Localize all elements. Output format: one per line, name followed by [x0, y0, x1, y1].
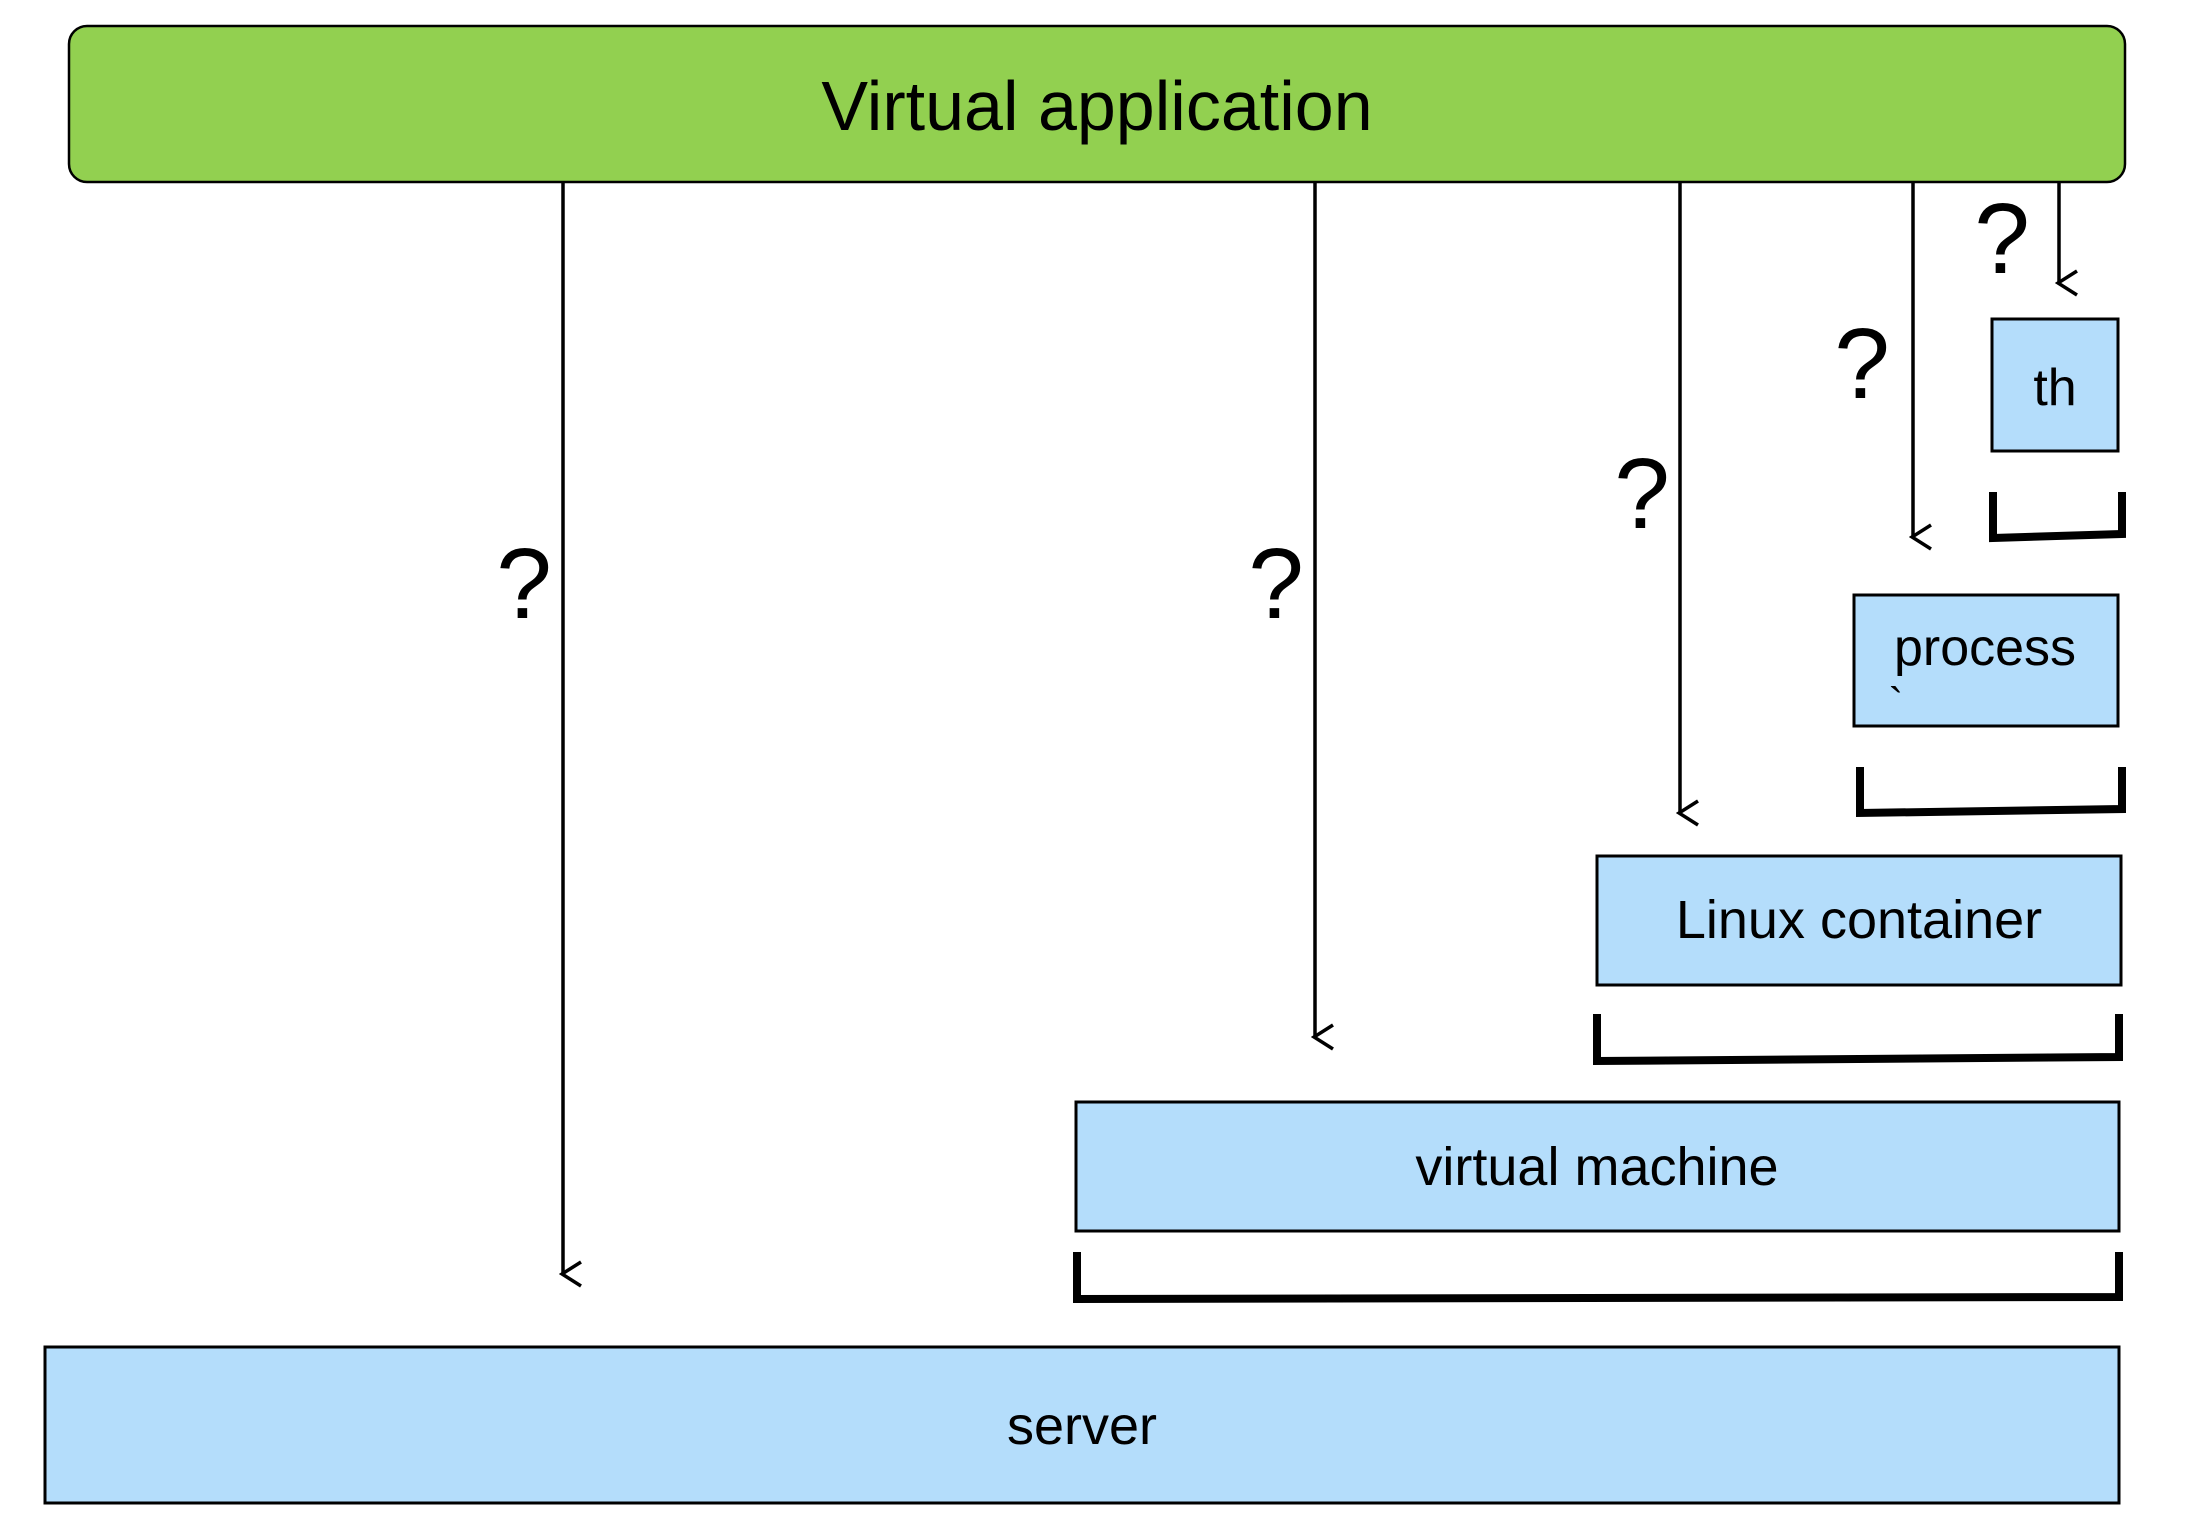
process-stray-mark: ` [1889, 679, 1904, 728]
thread-label: th [2033, 359, 2076, 417]
question-mark-container: ? [1614, 438, 1670, 550]
question-mark-thread: ? [1974, 183, 2030, 295]
question-mark-process: ? [1834, 308, 1890, 420]
virtual-machine-label: virtual machine [1415, 1137, 1778, 1197]
process-bracket [1856, 767, 2126, 818]
virtual-machine-box [1074, 1100, 2121, 1233]
process-box [1852, 593, 2120, 728]
thread-bracket [1989, 492, 2126, 543]
virtual-application-bar [67, 24, 2127, 184]
question-mark-server: ? [496, 528, 552, 640]
linux-container-bracket [1593, 1014, 2123, 1066]
thread-box [1990, 317, 2120, 453]
virtual-machine-bracket [1073, 1252, 2123, 1304]
question-mark-vm: ? [1248, 528, 1304, 640]
linux-container-label: Linux container [1676, 890, 2042, 950]
server-label: server [1007, 1396, 1157, 1456]
linux-container-box [1595, 854, 2123, 987]
process-label: process [1894, 619, 2076, 677]
server-box [43, 1345, 2121, 1505]
virtual-application-label: Virtual application [821, 67, 1372, 145]
